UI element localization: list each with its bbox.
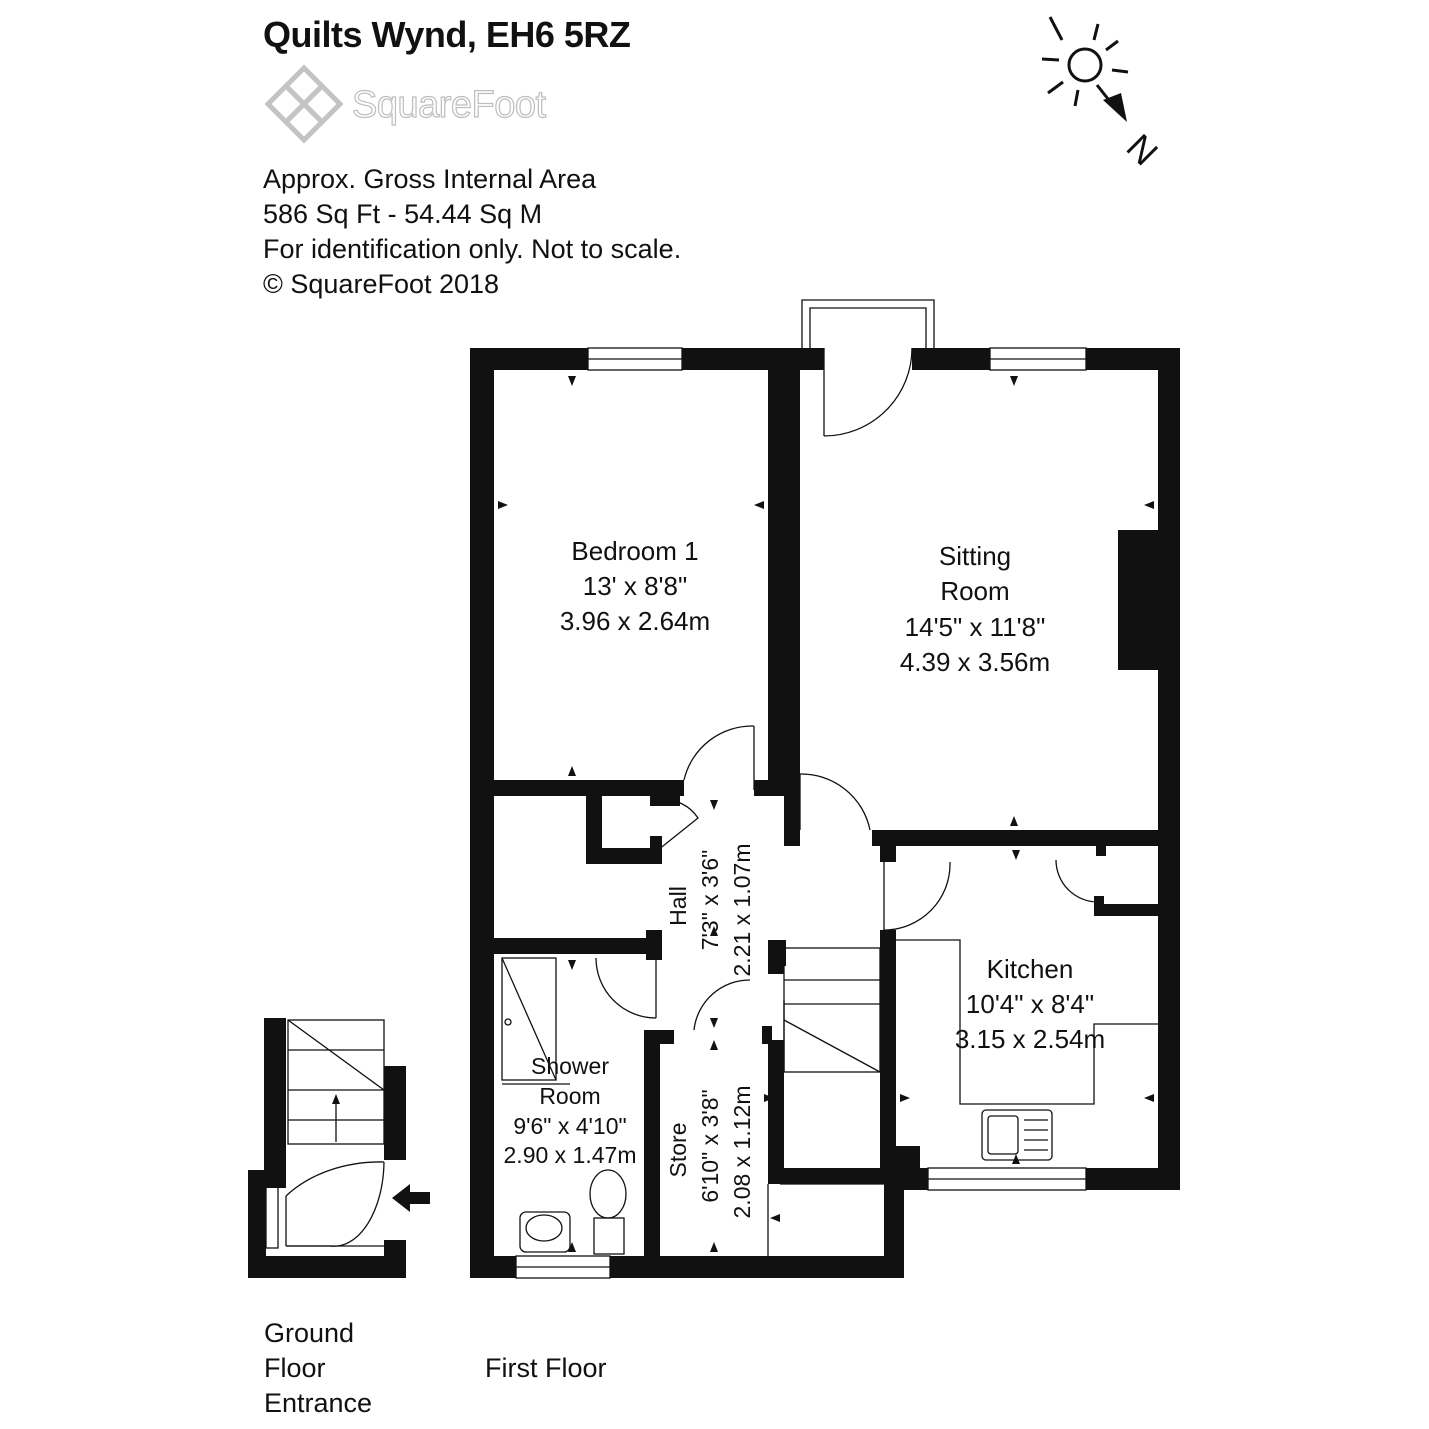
ground-floor-line-3: Entrance xyxy=(264,1388,373,1418)
hall-name: Hall xyxy=(665,886,691,926)
first-floor-label: First Floor xyxy=(485,1353,607,1383)
copyright: © SquareFoot 2018 xyxy=(263,269,500,299)
area-heading: Approx. Gross Internal Area xyxy=(263,164,597,194)
ground-floor-line-2: Floor xyxy=(264,1353,326,1383)
squarefoot-logo-icon xyxy=(264,64,344,144)
sitting-name-1: Sitting xyxy=(939,541,1011,571)
bedroom1-imperial: 13' x 8'8" xyxy=(583,571,687,601)
store-name: Store xyxy=(665,1123,691,1178)
sun-icon xyxy=(1041,16,1129,107)
sitting-name-2: Room xyxy=(940,576,1009,606)
sitting-imperial: 14'5" x 11'8" xyxy=(905,612,1046,642)
north-label: N xyxy=(1119,126,1166,173)
shower-imperial: 9'6" x 4'10" xyxy=(513,1113,626,1139)
north-arrow-icon xyxy=(1095,84,1127,122)
store-imperial: 6'10" x 3'8" xyxy=(697,1089,723,1202)
bedroom1-metric: 3.96 x 2.64m xyxy=(560,606,710,636)
bedroom1-name: Bedroom 1 xyxy=(571,536,698,566)
hall-imperial: 7'3" x 3'6" xyxy=(697,850,723,951)
kitchen-metric: 3.15 x 2.54m xyxy=(955,1024,1105,1054)
plan-title: Quilts Wynd, EH6 5RZ xyxy=(263,14,631,55)
brand-name: SquareFoot xyxy=(351,83,546,126)
kitchen-imperial: 10'4" x 8'4" xyxy=(966,989,1094,1019)
area-value: 586 Sq Ft - 54.44 Sq M xyxy=(263,199,543,229)
sitting-metric: 4.39 x 3.56m xyxy=(900,647,1050,677)
kitchen-name: Kitchen xyxy=(987,954,1074,984)
shower-name-2: Room xyxy=(539,1083,600,1109)
ground-floor-line-1: Ground xyxy=(264,1318,355,1348)
entrance-arrow-icon xyxy=(392,1184,430,1212)
ground-floor-label: Ground Floor Entrance xyxy=(264,1316,372,1421)
hall-metric: 2.21 x 1.07m xyxy=(729,844,755,977)
shower-metric: 2.90 x 1.47m xyxy=(504,1142,637,1168)
disclaimer: For identification only. Not to scale. xyxy=(263,234,682,264)
shower-name-1: Shower xyxy=(531,1053,609,1079)
store-metric: 2.08 x 1.12m xyxy=(729,1086,755,1219)
